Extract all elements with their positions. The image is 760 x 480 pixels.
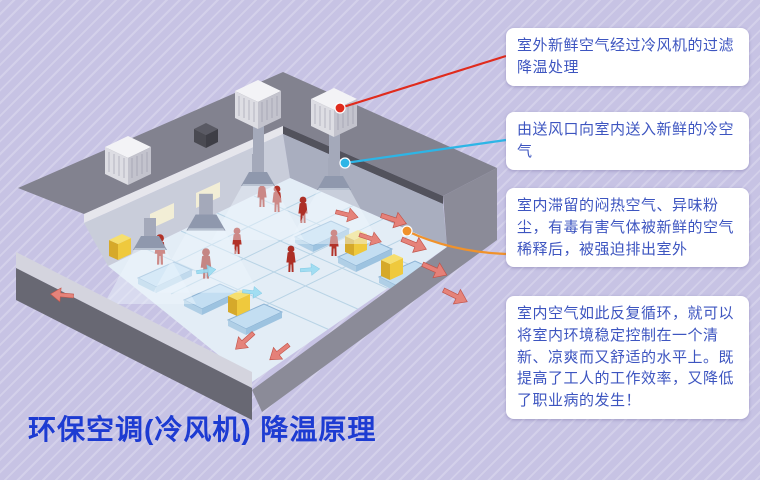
connector-lines [334,54,507,256]
connector-line-exhaust [406,230,507,256]
roof-cut-edge-highlight [84,126,283,223]
interior-back-wall-right [283,134,447,247]
connector-dot-exhaust [401,225,413,237]
exterior-right-wall [252,168,497,412]
callout-text: 室内滞留的闷热空气、异味粉尘，有毒有害气体被新鲜的空气稀释后，被强迫排出室外 [517,197,735,258]
callout-circulation-benefit: 室内空气如此反复循环，就可以将室内环境稳定控制在一个清新、凉爽而又舒适的水平上。… [506,296,749,419]
connector-line-fresh-air [339,54,507,110]
roof-vent [194,123,218,148]
supply-duct [329,134,340,164]
page-title: 环保空调(冷风机) 降温原理 [28,414,377,445]
exterior-front-wall [16,268,252,420]
supply-duct [253,126,264,160]
front-wall-top-edge [16,252,252,388]
interior-back-wall-left [84,134,290,266]
callout-text: 由送风口向室内送入新鲜的冷空气 [517,121,735,160]
callout-fresh-air-filtering: 室外新鲜空气经过冷风机的过滤降温处理 [506,28,749,86]
connector-dot-fresh-air [334,102,346,114]
connector-dot-supply [339,157,351,169]
connector-line-supply [344,138,507,165]
callout-text: 室内空气如此反复循环，就可以将室内环境稳定控制在一个清新、凉爽而又舒适的水平上。… [517,305,735,409]
exhaust-arrow [439,282,472,310]
callout-exhaust-out: 室内滞留的闷热空气、异味粉尘，有毒有害气体被新鲜的空气稀释后，被强迫排出室外 [506,188,749,268]
callout-text: 室外新鲜空气经过冷风机的过滤降温处理 [517,37,735,76]
callout-cold-air-supply: 由送风口向室内送入新鲜的冷空气 [506,112,749,170]
roof-cut-edge-shadow [283,126,443,204]
